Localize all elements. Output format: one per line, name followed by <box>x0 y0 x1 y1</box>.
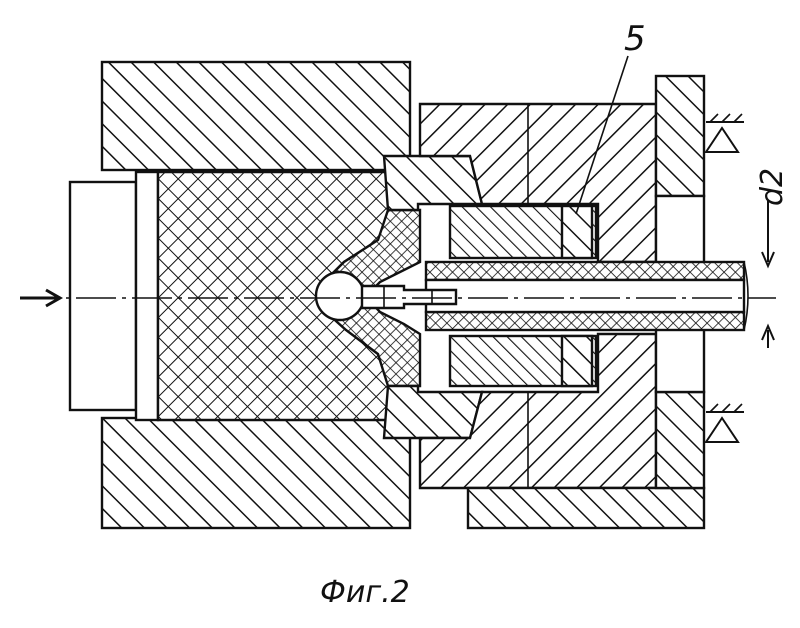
mandrel <box>362 286 456 308</box>
container-bottom-wall <box>102 418 410 528</box>
figure-caption: Фиг.2 <box>320 575 410 610</box>
pressure-pad <box>136 172 158 420</box>
dimension-d2 <box>762 200 774 348</box>
base-plate <box>468 488 704 528</box>
stop-plate-upper <box>656 76 704 196</box>
tube-wall-lower <box>426 312 744 330</box>
die-ring-upper <box>384 156 482 210</box>
tube-bore <box>426 280 744 312</box>
stop-plate-lower <box>656 392 704 488</box>
container-top-wall <box>102 62 410 170</box>
load-arrow-icon <box>20 290 60 306</box>
die-ring-lower <box>384 386 482 438</box>
support-upper-icon <box>706 114 744 152</box>
punch-plate <box>70 182 136 410</box>
bush-inner-upper <box>562 206 592 258</box>
bush-inner-lower <box>562 336 592 386</box>
dimension-d2-label: d2 <box>755 168 790 206</box>
ball-nose <box>316 272 364 320</box>
tube-wall-upper <box>426 262 744 280</box>
part-5-label: 5 <box>624 19 646 59</box>
support-lower-icon <box>706 404 744 442</box>
